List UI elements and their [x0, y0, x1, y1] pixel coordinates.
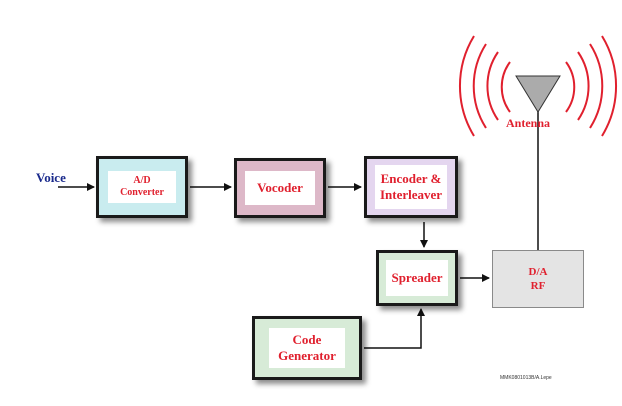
voice-input-label: Voice — [36, 170, 66, 185]
spreader-block: Spreader — [376, 250, 458, 306]
radio-waves-icon — [459, 35, 617, 137]
antenna-icon — [515, 75, 561, 113]
encoder-interleaver-block: Encoder &Interleaver — [364, 156, 458, 218]
figure-id-caption: MMK0801013B/A.Lepe — [500, 375, 552, 381]
arrow-code-to-spreader — [364, 308, 425, 349]
vocoder-block: Vocoder — [234, 158, 326, 218]
vocoder-label: Vocoder — [245, 171, 315, 205]
antenna-label: Antenna — [506, 116, 551, 130]
spreader-label: Spreader — [386, 260, 448, 296]
encoder-interleaver-label: Encoder &Interleaver — [375, 165, 447, 209]
